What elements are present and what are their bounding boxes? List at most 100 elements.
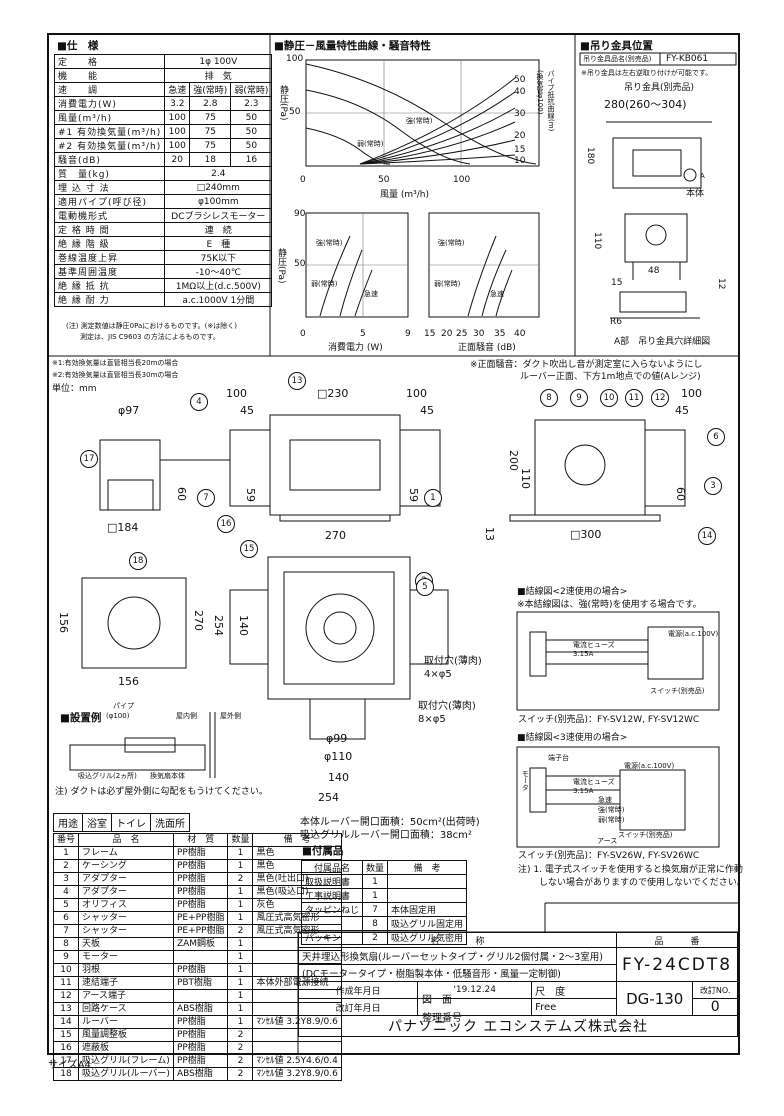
hole1-value: 4×φ5 [424, 669, 452, 680]
hang-title: ■吊り金具位置 [580, 40, 653, 52]
w3-sw: スイッチ(別売品) [618, 831, 673, 839]
c2-ytick-50: 50 [294, 259, 306, 269]
dim-d99: φ99 [326, 732, 348, 745]
pq-xtick-50: 50 [378, 175, 390, 185]
front-note2: ルーバー正面、下方1m地点での値(Aレンジ) [520, 372, 701, 382]
part-marker: 4 [190, 393, 208, 411]
noise-tick: 25 [456, 329, 468, 339]
pipe-value: 50 [514, 75, 526, 85]
w3-power: 電源(a.c.100V) [624, 762, 675, 770]
parts-cell: 6 [52, 911, 80, 925]
usage-0: 用途 [53, 813, 83, 832]
hang-d110: 110 [592, 232, 602, 250]
tb-fig-l: 図 面 [422, 995, 452, 1006]
dim-270v: 270 [192, 610, 205, 631]
install-example [69, 712, 216, 778]
c3-weak: 弱(常時) [434, 280, 461, 288]
dim-45a: 45 [240, 404, 254, 417]
pipe-value: 40 [514, 87, 526, 97]
dim-13: 13 [483, 527, 496, 541]
noise-tick: 30 [473, 329, 485, 339]
footnote-1: ※1:有効換気量は直管相当長20mの場合 [52, 359, 179, 367]
w2-power: 電源(a.c.100V) [668, 630, 719, 638]
hang-part: 吊り金具(別売品) [624, 83, 695, 93]
part-marker: 11 [625, 389, 643, 407]
parts-cell: 2 [227, 1067, 254, 1081]
unit-label: 単位：mm [52, 384, 97, 394]
side-view-right [509, 419, 686, 522]
spec-key: 絶 縁 耐 力 [53, 292, 166, 307]
wiring2-switch: スイッチ(別売品)：FY-SV12W, FY-SV12WC [518, 715, 700, 725]
pipe-value: 15 [514, 145, 526, 155]
hang-body: 本体 [686, 189, 705, 199]
w2-fuse-v: 3.15A [573, 650, 594, 658]
install-body: 換気扇本体 [150, 772, 185, 780]
w3-terminal: 端子台 [548, 754, 569, 762]
hole1-label: 取付穴(薄肉) [424, 656, 482, 667]
wiring2-box [516, 611, 720, 711]
install-outdoor: 屋外側 [220, 712, 241, 720]
tb-company: パナソニック エコシステムズ株式会社 [298, 1015, 738, 1037]
dim-140v: 140 [237, 615, 250, 636]
w2-sw: スイッチ(別売品) [650, 687, 705, 695]
dim-60a: 60 [175, 487, 188, 501]
c2-ylabel: 静圧(Pa) [276, 248, 286, 284]
dim-45b: 45 [420, 404, 434, 417]
dim-59a: 59 [244, 488, 257, 502]
parts-cell: アダプター [78, 872, 174, 886]
hang-d48: 48 [648, 266, 660, 276]
pipe-value: 10 [514, 156, 526, 166]
w3-weak: 弱(常時) [598, 816, 625, 824]
part-marker: 17 [80, 450, 98, 468]
dim-59b: 59 [407, 488, 420, 502]
install-title: ■設置例 [60, 712, 102, 724]
part-marker: 16 [217, 515, 235, 533]
noise-tick: 35 [494, 329, 506, 339]
spec-row: 速 調急速強(常時)弱(常時) [53, 82, 273, 97]
dim-45c: 45 [675, 404, 689, 417]
hang-d12: 12 [716, 278, 726, 290]
part-marker: 1 [424, 489, 442, 507]
pq-strong: 強(常時) [406, 117, 433, 125]
usage-1: 浴室 [82, 813, 112, 832]
dim-d97: φ97 [118, 404, 140, 417]
dim-300: □300 [570, 528, 602, 541]
side-view-left [99, 414, 441, 522]
c3-strong: 強(常時) [438, 239, 465, 247]
install-pipe: パイプ [113, 702, 134, 710]
hang-dim1: 280(260〜304) [604, 98, 687, 111]
c3-rapid: 急速 [490, 290, 504, 298]
spec-value: 排 気 [164, 68, 273, 83]
wiring3-switch: スイッチ(別売品)：FY-SV26W, FY-SV26WC [518, 851, 700, 861]
dim-254v: 254 [212, 615, 225, 636]
w3-strong: 強(常時) [598, 806, 625, 814]
part-marker: 14 [698, 527, 716, 545]
power-label: 消費電力 (W) [328, 343, 383, 353]
spec-title: ■仕 様 [57, 40, 99, 52]
parts-cell: 吸込グリル(フレーム) [78, 1054, 174, 1068]
usage-table: 用途 浴室 トイレ 洗面所 [53, 813, 190, 832]
wiring2-title: ■結線図<2速使用の場合> [517, 587, 628, 597]
power-tick-0: 0 [300, 329, 306, 339]
dim-156v: 156 [57, 612, 70, 633]
hanger-drawing [579, 52, 737, 319]
dim-184: □184 [107, 521, 139, 534]
part-marker: 12 [651, 389, 669, 407]
part-marker: 3 [704, 477, 722, 495]
parts-cell: ﾏﾝｾﾙ値 2.5Y4.6/0.4 [252, 1054, 342, 1068]
dim-110: 110 [519, 468, 532, 489]
part-marker: 5 [416, 578, 434, 596]
part-marker: 8 [540, 389, 558, 407]
noise-label: 正面騒音 (dB) [458, 343, 516, 353]
hang-d180: 180 [585, 147, 595, 165]
